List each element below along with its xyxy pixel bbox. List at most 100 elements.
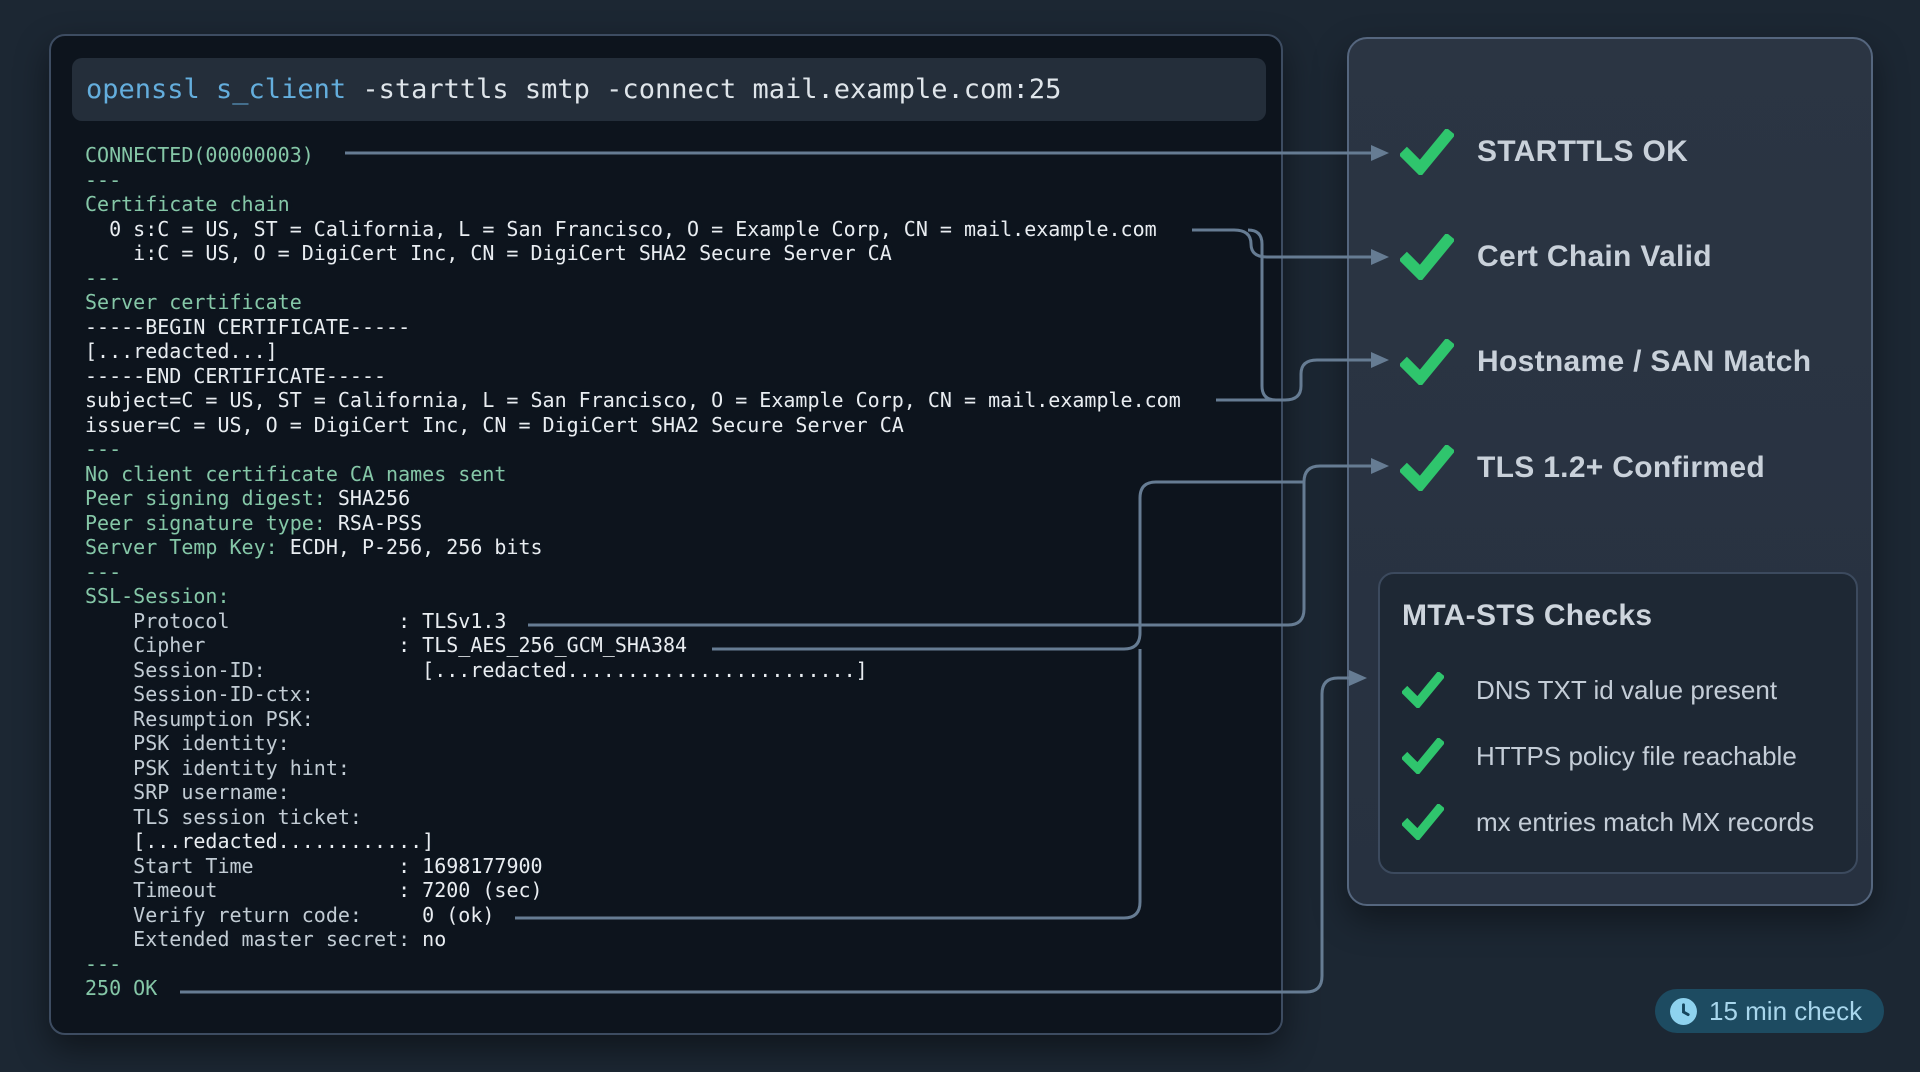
check-label: Cert Chain Valid <box>1477 240 1712 273</box>
terminal-text-segment: CONNECTED(00000003) <box>85 143 314 167</box>
terminal-text-segment: : 7200 (sec) <box>398 878 543 902</box>
terminal-line: Server Temp Key: ECDH, P-256, 256 bits <box>85 535 1269 560</box>
terminal-line: -----BEGIN CERTIFICATE----- <box>85 315 1269 340</box>
terminal-line: Certificate chain <box>85 192 1269 217</box>
terminal-line: Peer signature type: RSA-PSS <box>85 511 1269 536</box>
terminal-text-segment: PSK identity: <box>85 731 290 755</box>
terminal-text-segment: SSL-Session: <box>85 584 230 608</box>
terminal-text-segment: : 1698177900 <box>398 853 543 878</box>
terminal-text-segment: PSK identity hint: <box>85 755 350 780</box>
terminal-text-segment: [...redacted...] <box>85 339 278 363</box>
clock-icon <box>1670 997 1697 1025</box>
mta-check-item: mx entries match MX records <box>1402 802 1856 842</box>
terminal-text-segment: --- <box>85 265 122 290</box>
terminal-line: PSK identity hint: <box>85 756 1269 781</box>
terminal-line: Session-ID: [...redacted................… <box>85 658 1269 683</box>
terminal-line: Timeout : 7200 (sec) <box>85 878 1269 903</box>
terminal-text-segment: Session-ID-ctx: <box>85 682 314 706</box>
check-icon <box>1400 129 1454 175</box>
check-icon <box>1402 804 1444 840</box>
check-item-starttls: STARTTLS OK <box>1400 128 1688 176</box>
check-label: TLS 1.2+ Confirmed <box>1477 451 1765 484</box>
terminal-line: subject=C = US, ST = California, L = San… <box>85 388 1269 413</box>
terminal-text-segment: : TLS_AES_256_GCM_SHA384 <box>398 633 688 657</box>
terminal-line: SSL-Session: <box>85 584 1269 609</box>
mta-sts-title: MTA-STS Checks <box>1402 599 1653 632</box>
terminal-text-segment: Timeout <box>85 878 399 902</box>
terminal-line: issuer=C = US, O = DigiCert Inc, CN = Di… <box>85 413 1269 438</box>
terminal-line: --- <box>85 560 1269 585</box>
terminal-text-segment: RSA-PSS <box>325 510 423 535</box>
terminal-line: i:C = US, O = DigiCert Inc, CN = DigiCer… <box>85 241 1269 266</box>
check-icon <box>1400 339 1454 385</box>
terminal-text-segment: 250 OK <box>85 976 158 1000</box>
command-bar: openssl s_client -starttls smtp -connect… <box>72 58 1266 121</box>
terminal-text-segment: Extended master secret: <box>85 927 411 951</box>
terminal-text-segment: [...redacted........................] <box>265 657 868 682</box>
terminal-text-segment: Peer signing digest: <box>85 486 326 510</box>
terminal-text-segment: --- <box>85 559 122 584</box>
terminal-line: Start Time : 1698177900 <box>85 854 1269 879</box>
terminal-text-segment: 0 (ok) <box>361 902 495 927</box>
terminal-line: [...redacted...] <box>85 339 1269 364</box>
terminal-text-segment: SRP username: <box>85 780 290 804</box>
command-highlight: openssl s_client <box>86 74 347 105</box>
terminal-line: Protocol : TLSv1.3 <box>85 609 1269 634</box>
check-icon <box>1402 672 1444 708</box>
terminal-text-segment: 0 s:C = US, ST = California, L = San Fra… <box>85 216 1157 241</box>
terminal-line: --- <box>85 437 1269 462</box>
terminal-text-segment: ECDH, P-256, 256 bits <box>277 535 543 559</box>
check-icon <box>1400 445 1454 491</box>
terminal-text-segment: Server Temp Key: <box>85 535 278 559</box>
terminal-text-segment: [...redacted............] <box>85 829 435 853</box>
terminal-line: Peer signing digest: SHA256 <box>85 486 1269 511</box>
terminal-text-segment: --- <box>85 951 122 976</box>
command-rest: -starttls smtp -connect mail.example.com… <box>346 74 1062 105</box>
terminal-text-segment: Protocol <box>85 608 399 633</box>
terminal-text-segment: Peer signature type: <box>85 510 326 535</box>
check-item-tls-version: TLS 1.2+ Confirmed <box>1400 444 1765 492</box>
terminal-text-segment: Verify return code: <box>85 902 362 927</box>
mta-check-label: DNS TXT id value present <box>1476 674 1778 705</box>
terminal-text-segment: --- <box>85 167 122 192</box>
terminal-line: -----END CERTIFICATE----- <box>85 364 1269 389</box>
terminal-line: Server certificate <box>85 290 1269 315</box>
terminal-line: Extended master secret: no <box>85 927 1269 952</box>
mta-check-item: HTTPS policy file reachable <box>1402 736 1856 776</box>
mta-check-item: DNS TXT id value present <box>1402 670 1856 710</box>
terminal-text-segment: Certificate chain <box>85 192 290 216</box>
terminal-text-segment: no <box>410 927 447 951</box>
terminal-line: Verify return code: 0 (ok) <box>85 903 1269 928</box>
check-icon <box>1402 738 1444 774</box>
terminal-text-segment: Server certificate <box>85 290 302 314</box>
terminal-line: PSK identity: <box>85 731 1269 756</box>
mta-check-label: HTTPS policy file reachable <box>1476 740 1797 771</box>
terminal-line: No client certificate CA names sent <box>85 462 1269 487</box>
terminal-line: TLS session ticket: <box>85 805 1269 830</box>
terminal-line: Cipher : TLS_AES_256_GCM_SHA384 <box>85 633 1269 658</box>
badge-label: 15 min check <box>1709 995 1863 1026</box>
terminal-text-segment: No client certificate CA names sent <box>85 461 507 486</box>
terminal-line: --- <box>85 952 1269 977</box>
terminal-line: Session-ID-ctx: <box>85 682 1269 707</box>
terminal-text-segment: -----END CERTIFICATE----- <box>85 363 387 388</box>
terminal-line: --- <box>85 168 1269 193</box>
terminal-text-segment: Resumption PSK: <box>85 706 314 731</box>
terminal-text-segment: TLS session ticket: <box>85 804 362 829</box>
check-label: STARTTLS OK <box>1477 135 1689 168</box>
check-interval-badge: 15 min check <box>1655 989 1885 1033</box>
terminal-line: [...redacted............] <box>85 829 1269 854</box>
terminal-text-segment: subject=C = US, ST = California, L = San… <box>85 388 1181 412</box>
terminal-output: CONNECTED(00000003)---Certificate chain … <box>85 143 1269 1001</box>
terminal-line: CONNECTED(00000003) <box>85 143 1269 168</box>
terminal-text-segment: Start Time <box>85 853 399 878</box>
check-icon <box>1400 234 1454 280</box>
terminal-text-segment: Session-ID: <box>85 657 266 682</box>
terminal-text-segment: --- <box>85 437 122 461</box>
terminal-line: 250 OK <box>85 976 1269 1001</box>
terminal-window: openssl s_client -starttls smtp -connect… <box>49 34 1283 1035</box>
terminal-text-segment: : TLSv1.3 <box>398 608 507 633</box>
